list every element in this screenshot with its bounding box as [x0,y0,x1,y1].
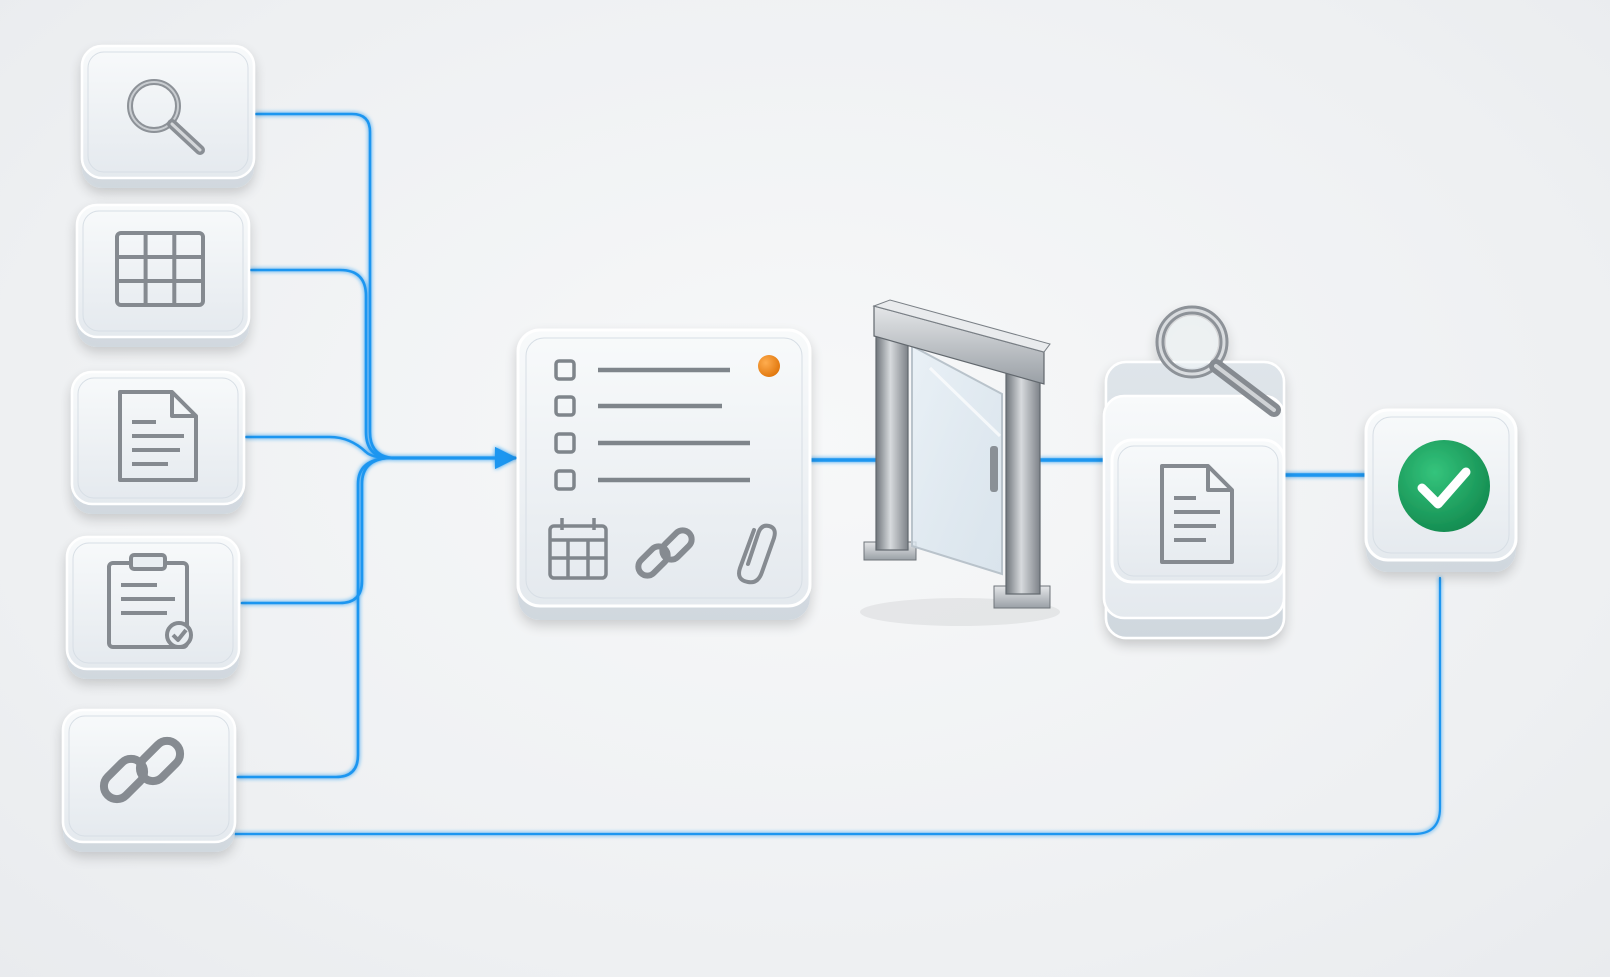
glass-door-gate-icon [860,299,1060,626]
paperclip-icon[interactable] [737,523,777,585]
source-tile-search[interactable] [80,44,256,190]
chain-link-icon [99,736,185,804]
connector-feedback-loop [148,576,1442,842]
checklist-checkbox[interactable] [554,432,576,454]
source-tile-link[interactable] [61,708,237,854]
checklist-checkbox[interactable] [554,395,576,417]
gate-post-right [1005,361,1041,595]
grid-table-icon [115,231,205,307]
connector-table [249,268,394,460]
source-tile-table[interactable] [75,203,251,349]
connector-search [254,112,398,460]
form-card[interactable] [516,328,812,620]
checklist-checkbox[interactable] [554,469,576,491]
gate-door-glass [911,344,1003,576]
gate-door-handle [990,446,998,492]
chain-link-icon[interactable] [635,527,696,580]
review-stack[interactable] [1102,305,1286,640]
result-tile[interactable] [1364,408,1518,572]
status-dot [758,355,780,377]
document-icon [118,390,198,482]
connector-clipboard [240,456,394,605]
checklist [554,359,750,491]
checklist-checkbox[interactable] [554,359,576,381]
gate-post-left [875,317,909,551]
calendar-icon[interactable] [548,518,608,580]
checkmark-icon [1398,440,1490,532]
connector-link [236,456,394,779]
document-icon [1160,464,1234,564]
magnifier-icon [127,79,205,155]
clipboard-check-icon [107,553,193,649]
connector-document [244,435,394,460]
magnifier-icon [1155,305,1281,417]
source-tile-clipboard[interactable] [65,535,241,681]
source-tile-document[interactable] [70,370,246,516]
connectors [148,112,1442,842]
